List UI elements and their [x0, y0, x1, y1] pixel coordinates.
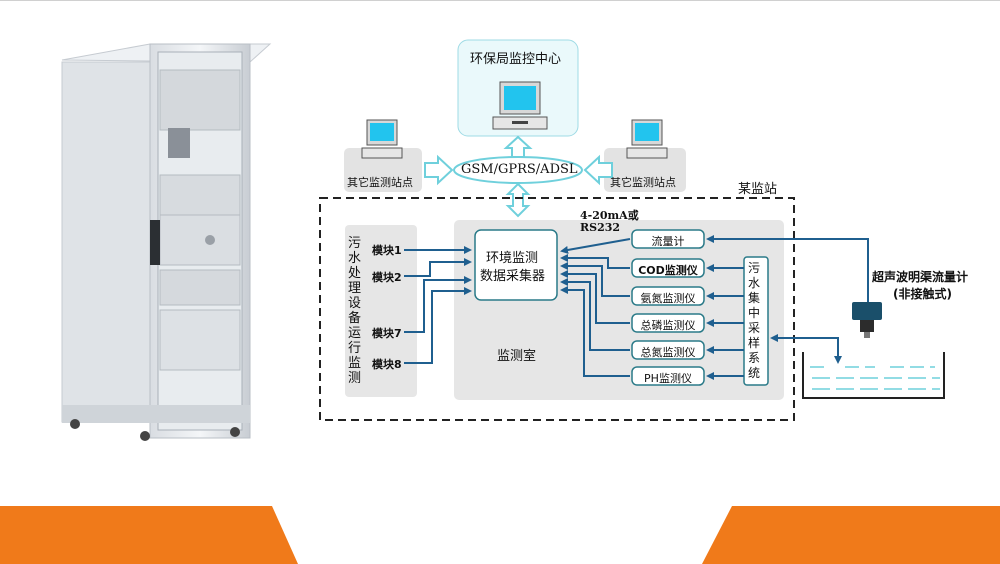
instrument-box-flowmeter — [631, 229, 705, 249]
center-computer-icon — [492, 81, 548, 130]
module-label-1: 模块1 — [372, 244, 402, 257]
sampling-system-box — [743, 256, 769, 386]
arrow-ph-to-collector — [560, 286, 630, 377]
arrow-ammonia-to-collector — [560, 262, 630, 297]
arrow-nitrogen-to-collector — [560, 278, 630, 351]
orange-band-left — [0, 506, 298, 564]
collector-label-line2: 数据采集器 — [480, 269, 546, 284]
instrument-label-ammonia: 氨氮监测仪 — [640, 292, 696, 305]
arrow-phosphorus-to-collector — [560, 270, 630, 324]
server-cabinet-image — [61, 43, 272, 441]
network-label: GSM/GPRS/ADSL — [461, 162, 578, 177]
arrow-ultrasonic-to-flowmeter — [706, 235, 869, 302]
room-label: 监测室 — [497, 349, 537, 364]
station-label-left: 其它监测站点 — [347, 176, 413, 189]
collector-label-line1: 环境监测 — [486, 251, 539, 266]
module-label-8: 模块8 — [372, 358, 402, 371]
top-border — [0, 0, 1000, 1]
right-station-computer-icon — [626, 119, 668, 159]
instrument-label-phosphorus: 总磷监测仪 — [640, 319, 696, 332]
arrow-module7 — [404, 276, 472, 333]
arrow-cod-to-collector — [560, 254, 630, 269]
module-label-7: 模块7 — [372, 327, 402, 340]
center-title: 环保局监控中心 — [470, 52, 562, 67]
right-station-box — [604, 148, 686, 192]
site-label: 某监站 — [738, 182, 778, 197]
hollow-arrow-left-station — [424, 154, 454, 186]
arrow-module8 — [404, 287, 472, 364]
left-station-computer-icon — [361, 119, 403, 159]
arrow-sample-intake — [808, 337, 842, 364]
data-collector-box — [474, 229, 558, 301]
ultrasonic-sensor-icon — [852, 302, 882, 338]
instrument-label-flowmeter: 流量计 — [651, 235, 685, 248]
instrument-box-nitrogen — [631, 340, 705, 360]
interface-label-line1: 4-20mA或 — [580, 209, 639, 222]
instrument-label-ph: PH监测仪 — [644, 372, 692, 385]
instrument-label-cod: COD监测仪 — [638, 264, 698, 277]
arrow-module2 — [404, 258, 472, 277]
hollow-double-arrow-vertical — [505, 182, 531, 218]
open-channel-icon — [802, 352, 945, 399]
interface-label-line2: RS232 — [580, 221, 621, 234]
sampling-label-vertical: 污水集中采样系统 — [748, 261, 761, 380]
hollow-arrow-up-to-center — [503, 135, 533, 158]
process-panel — [345, 225, 417, 397]
station-label-right: 其它监测站点 — [610, 176, 676, 189]
instrument-box-ph — [631, 366, 705, 386]
instrument-box-phosphorus — [631, 313, 705, 333]
process-label-vertical: 污水处理设备运行监测 — [348, 236, 362, 386]
instrument-box-cod — [631, 258, 705, 278]
left-station-box — [344, 148, 422, 192]
orange-band-right — [702, 506, 1000, 564]
flowmeter-label-line2: (非接触式) — [893, 287, 952, 301]
instrument-label-nitrogen: 总氮监测仪 — [640, 346, 696, 359]
instrument-box-ammonia — [631, 286, 705, 306]
module-label-2: 模块2 — [372, 271, 402, 284]
site-boundary-dashed — [319, 197, 795, 421]
arrow-flowmeter-to-collector — [560, 238, 631, 254]
hollow-arrow-right-station — [583, 154, 613, 186]
flowmeter-label-line1: 超声波明渠流量计 — [872, 270, 969, 284]
